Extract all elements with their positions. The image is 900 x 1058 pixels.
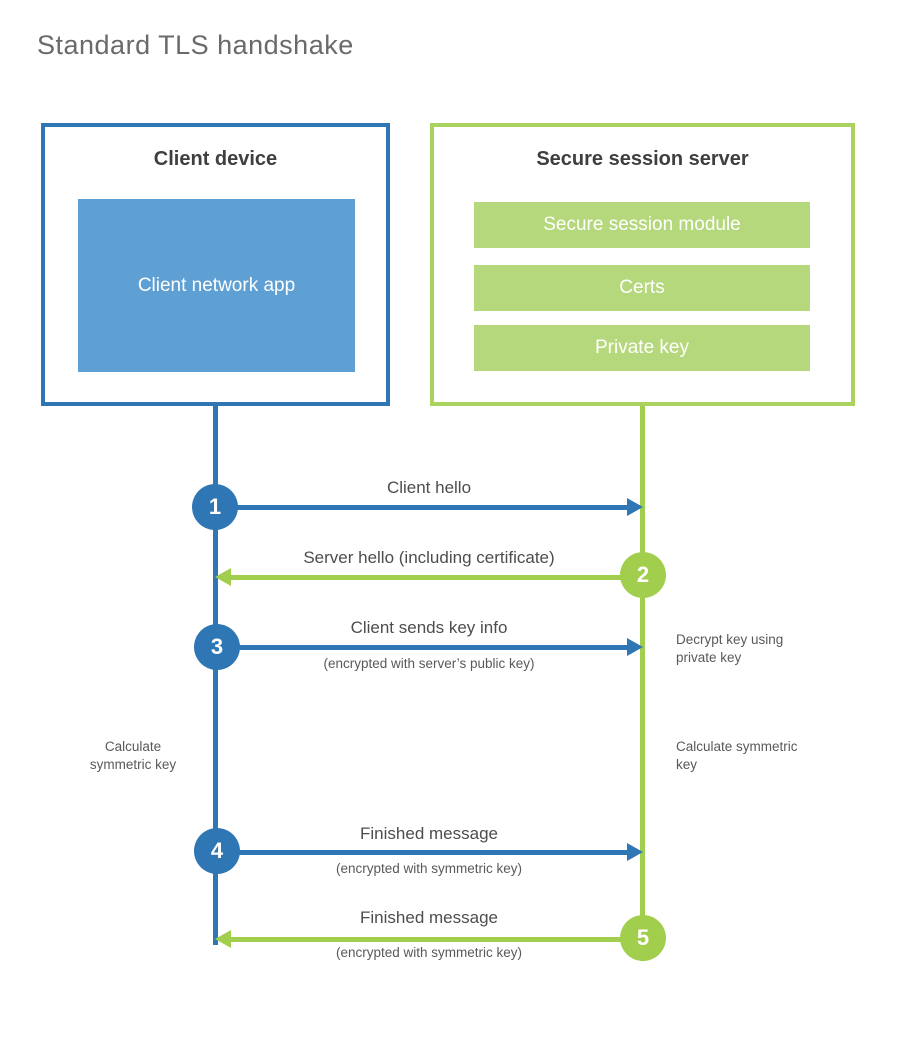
step-5-arrow-left-icon xyxy=(215,930,643,948)
step-2-arrow-left-icon xyxy=(215,568,643,586)
arrowhead-right-icon xyxy=(627,843,643,861)
client-network-app-label: Client network app xyxy=(137,274,296,296)
server-lifeline xyxy=(640,405,645,961)
step-1-arrow-right-icon xyxy=(216,498,643,516)
step-4-arrow-right-icon xyxy=(216,843,643,861)
step-5-sublabel: (encrypted with symmetric key) xyxy=(335,945,523,960)
step-3-marker: 3 xyxy=(194,624,240,670)
calculate-symmetric-key-note-server: Calculate symmetric key xyxy=(676,739,798,772)
arrowhead-left-icon xyxy=(215,568,231,586)
arrowhead-left-icon xyxy=(215,930,231,948)
step-4-sublabel: (encrypted with symmetric key) xyxy=(335,861,523,876)
step-2-marker: 2 xyxy=(620,552,666,598)
secure-session-server-box: Secure session server Secure session mod… xyxy=(430,123,855,406)
step-5-label: Finished message xyxy=(360,908,498,927)
client-lifeline xyxy=(213,405,218,945)
step-3-label: Client sends key info xyxy=(350,618,508,637)
decrypt-key-note: Decrypt key using private key xyxy=(676,632,784,665)
page-title: Standard TLS handshake xyxy=(37,30,354,60)
arrowhead-right-icon xyxy=(627,498,643,516)
arrow-shaft xyxy=(229,937,643,942)
arrow-shaft xyxy=(216,645,629,650)
step-1-marker: 1 xyxy=(192,484,238,530)
server-module-private-key: Private key xyxy=(474,325,810,371)
step-4-marker: 4 xyxy=(194,828,240,874)
arrow-shaft xyxy=(216,850,629,855)
step-5-marker: 5 xyxy=(620,915,666,961)
server-module-certs: Certs xyxy=(474,265,810,311)
arrowhead-right-icon xyxy=(627,638,643,656)
arrow-shaft xyxy=(229,575,643,580)
client-device-title: Client device xyxy=(153,148,278,170)
secure-session-server-title: Secure session server xyxy=(536,148,749,170)
step-3-arrow-right-icon xyxy=(216,638,643,656)
step-3-sublabel: (encrypted with server’s public key) xyxy=(323,656,535,671)
arrow-shaft xyxy=(216,505,629,510)
server-module-secure-session: Secure session module xyxy=(474,202,810,248)
step-2-label: Server hello (including certificate) xyxy=(303,548,555,567)
step-1-label: Client hello xyxy=(386,478,472,497)
calculate-symmetric-key-note-client: Calculate symmetric key xyxy=(89,739,177,772)
client-device-box: Client device Client network app xyxy=(41,123,390,406)
step-4-label: Finished message xyxy=(360,824,498,843)
client-network-app-module: Client network app xyxy=(78,199,355,372)
